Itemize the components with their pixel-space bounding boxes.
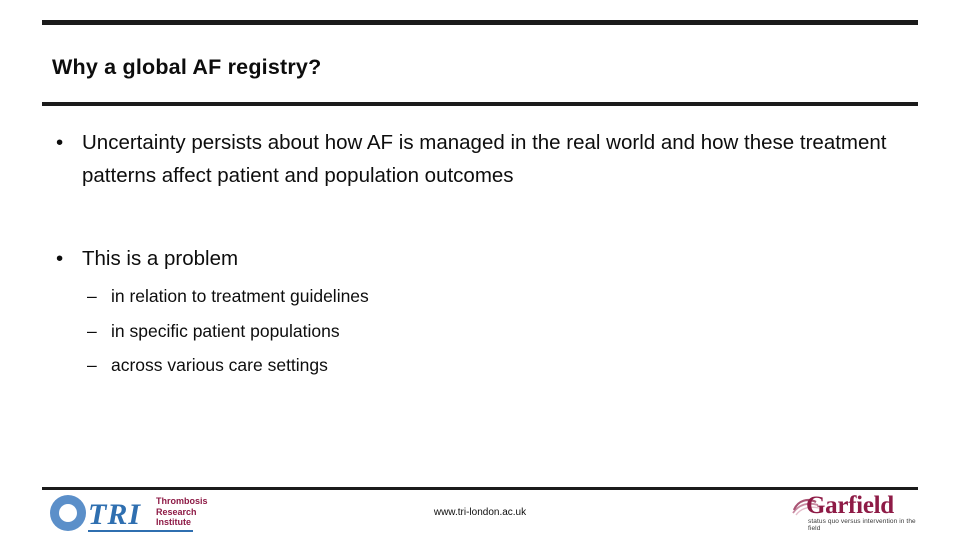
tri-fullname-line1: Thrombosis bbox=[156, 496, 208, 506]
tri-logo: TRI Thrombosis Research Institute bbox=[50, 492, 240, 534]
title-underline-rule bbox=[42, 102, 918, 106]
bullet-item: • This is a problem bbox=[56, 242, 925, 275]
bullet-text: Uncertainty persists about how AF is man… bbox=[82, 131, 887, 187]
sub-bullet-item: – in specific patient populations bbox=[87, 314, 925, 349]
dash-marker-icon: – bbox=[87, 320, 97, 341]
bullet-text: This is a problem bbox=[82, 247, 239, 270]
tri-fullname: Thrombosis Research Institute bbox=[156, 496, 208, 528]
dash-marker-icon: – bbox=[87, 286, 97, 306]
bullet-marker-icon: • bbox=[56, 247, 64, 270]
tri-circle-icon bbox=[50, 495, 86, 531]
footer-rule bbox=[42, 487, 918, 490]
top-rule bbox=[42, 20, 918, 25]
sub-bullet-text: in specific patient populations bbox=[111, 320, 340, 341]
bullet-item: • Uncertainty persists about how AF is m… bbox=[56, 126, 896, 192]
slide-body: • Uncertainty persists about how AF is m… bbox=[45, 126, 925, 383]
bullet-marker-icon: • bbox=[56, 131, 64, 154]
tri-wordmark: TRI bbox=[88, 498, 142, 531]
sub-bullet-text: across various care settings bbox=[111, 355, 328, 375]
sub-bullet-item: – across various care settings bbox=[87, 348, 925, 383]
dash-marker-icon: – bbox=[87, 355, 97, 375]
garfield-swirl-icon bbox=[792, 499, 820, 516]
garfield-wordmark: Garfield bbox=[806, 492, 894, 519]
sub-bullet-item: – in relation to treatment guidelines bbox=[87, 279, 925, 314]
sub-bullet-list: – in relation to treatment guidelines – … bbox=[87, 279, 925, 383]
footer-url[interactable]: www.tri-london.ac.uk bbox=[433, 507, 527, 518]
garfield-logo: Garfield status quo versus intervention … bbox=[790, 492, 920, 532]
sub-bullet-text: in relation to treatment guidelines bbox=[111, 286, 369, 306]
tri-underline-rule bbox=[88, 530, 193, 532]
tri-fullname-line3: Institute bbox=[156, 517, 191, 527]
tri-fullname-line2: Research bbox=[156, 506, 197, 517]
garfield-tagline: status quo versus intervention in the fi… bbox=[808, 518, 916, 532]
page-title: Why a global AF registry? bbox=[52, 55, 322, 79]
